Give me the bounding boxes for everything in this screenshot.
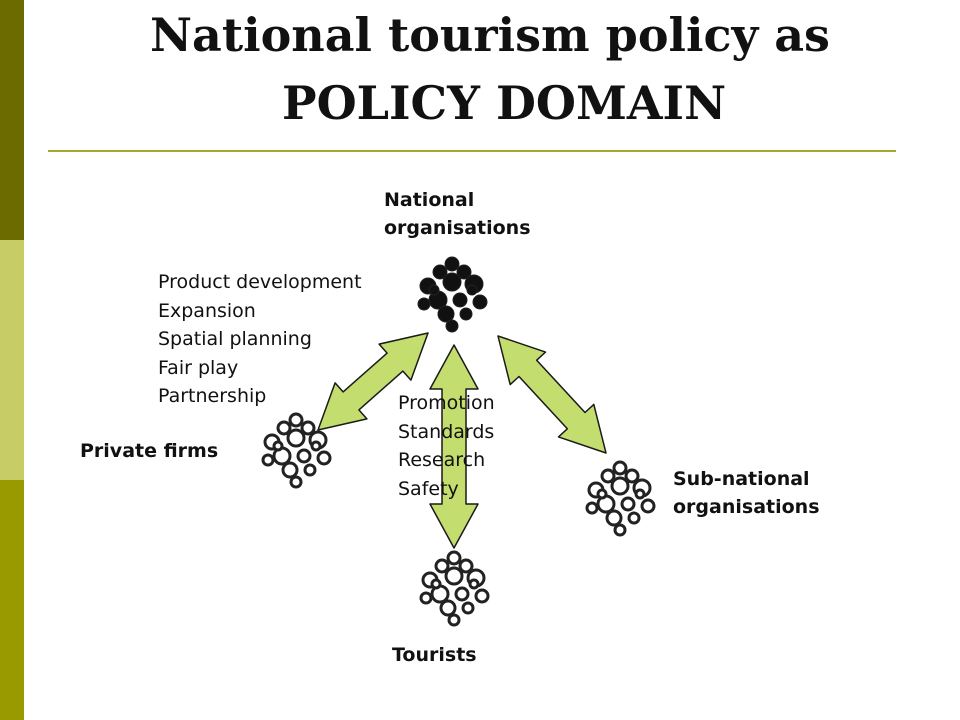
sub-national-label-line2: organisations (673, 496, 820, 518)
outline-circle-cluster-icon (585, 460, 656, 537)
relation-item: Research (398, 449, 486, 471)
sidebar-segment-light (0, 240, 24, 480)
outline-circle-cluster-icon (261, 412, 332, 489)
node-label-sub-national-organisations: Sub-national organisations (673, 465, 820, 521)
relation-list-national-tourists: Promotion Standards Research Safety (398, 389, 495, 503)
sub-national-label-line1: Sub-national (673, 468, 810, 490)
double-headed-arrow-icon (429, 344, 479, 549)
relation-item: Partnership (158, 385, 267, 407)
national-label-line2: organisations (384, 217, 531, 239)
page-title-line2: POLICY DOMAIN (282, 76, 727, 130)
relation-item: Spatial planning (158, 328, 312, 350)
title-divider (48, 150, 896, 152)
filled-circle-cluster-icon (417, 256, 488, 333)
relation-item: Expansion (158, 299, 256, 322)
relation-item: Fair play (158, 356, 239, 379)
double-headed-arrow-icon (497, 335, 607, 454)
relation-item: Standards (398, 420, 495, 443)
node-label-tourists: Tourists (392, 644, 477, 666)
double-headed-arrow-icon (317, 332, 429, 431)
relation-item: Product development (158, 271, 362, 293)
node-label-national-organisations: National organisations (384, 186, 531, 242)
outline-circle-cluster-icon (419, 550, 490, 627)
sidebar-accent (0, 0, 24, 720)
page-title-line1: National tourism policy as (150, 8, 830, 62)
sidebar-segment-dark (0, 0, 24, 240)
relation-item: Promotion (398, 392, 495, 414)
national-label-line1: National (384, 189, 475, 211)
relation-item: Safety (398, 477, 459, 500)
relation-list-national-private: Product development Expansion Spatial pl… (158, 268, 362, 411)
node-label-private-firms: Private firms (80, 440, 219, 462)
sidebar-segment-mid (0, 480, 24, 720)
